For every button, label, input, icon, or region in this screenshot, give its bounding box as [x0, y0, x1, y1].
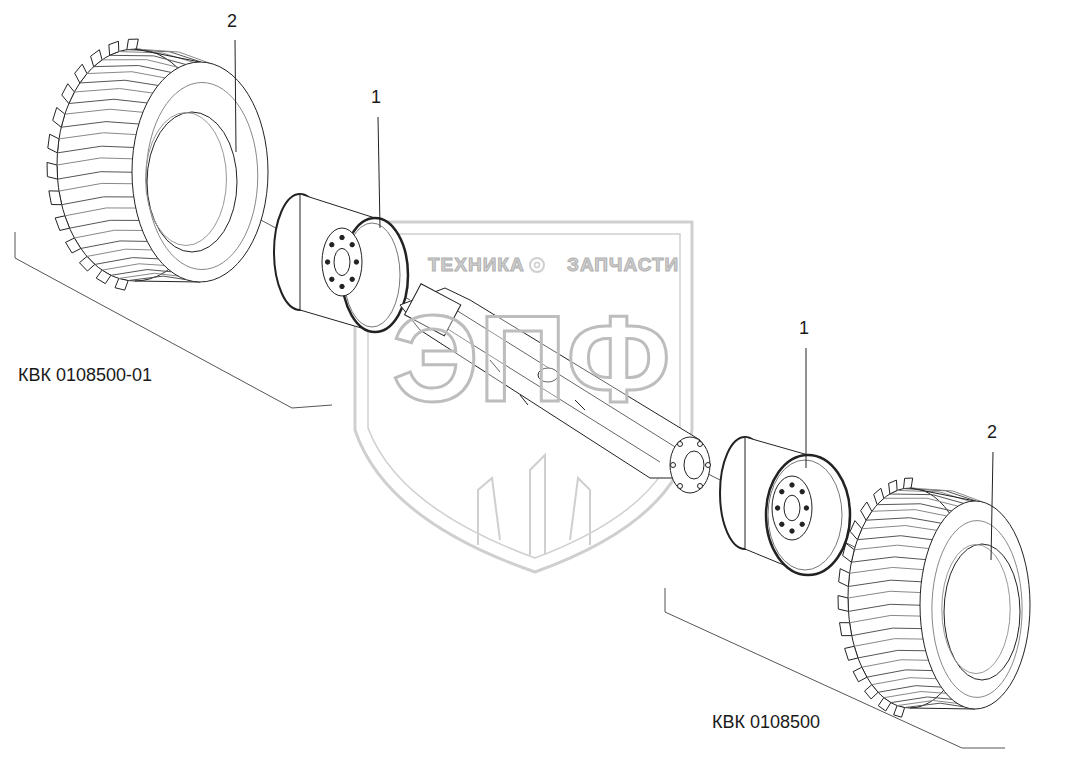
part-number: КВК 0108500	[712, 713, 820, 733]
leader-line	[235, 40, 993, 560]
callout-number: 2	[987, 423, 997, 443]
tire	[838, 478, 1030, 717]
callout-number: 1	[371, 88, 381, 108]
callout-number: 2	[227, 12, 237, 32]
watermark-text: ЗАПЧАСТИ	[567, 255, 679, 276]
tire	[47, 39, 268, 290]
callout-number: 1	[799, 319, 809, 339]
wheel-rim	[274, 194, 408, 332]
part-number: КВК 0108500-01	[18, 366, 152, 386]
watermark-text: ЭПФ	[392, 298, 671, 420]
watermark-text: ТЕХНИКА	[428, 255, 525, 276]
wheel-rim	[720, 437, 850, 575]
assembly-bracket	[15, 232, 1005, 748]
